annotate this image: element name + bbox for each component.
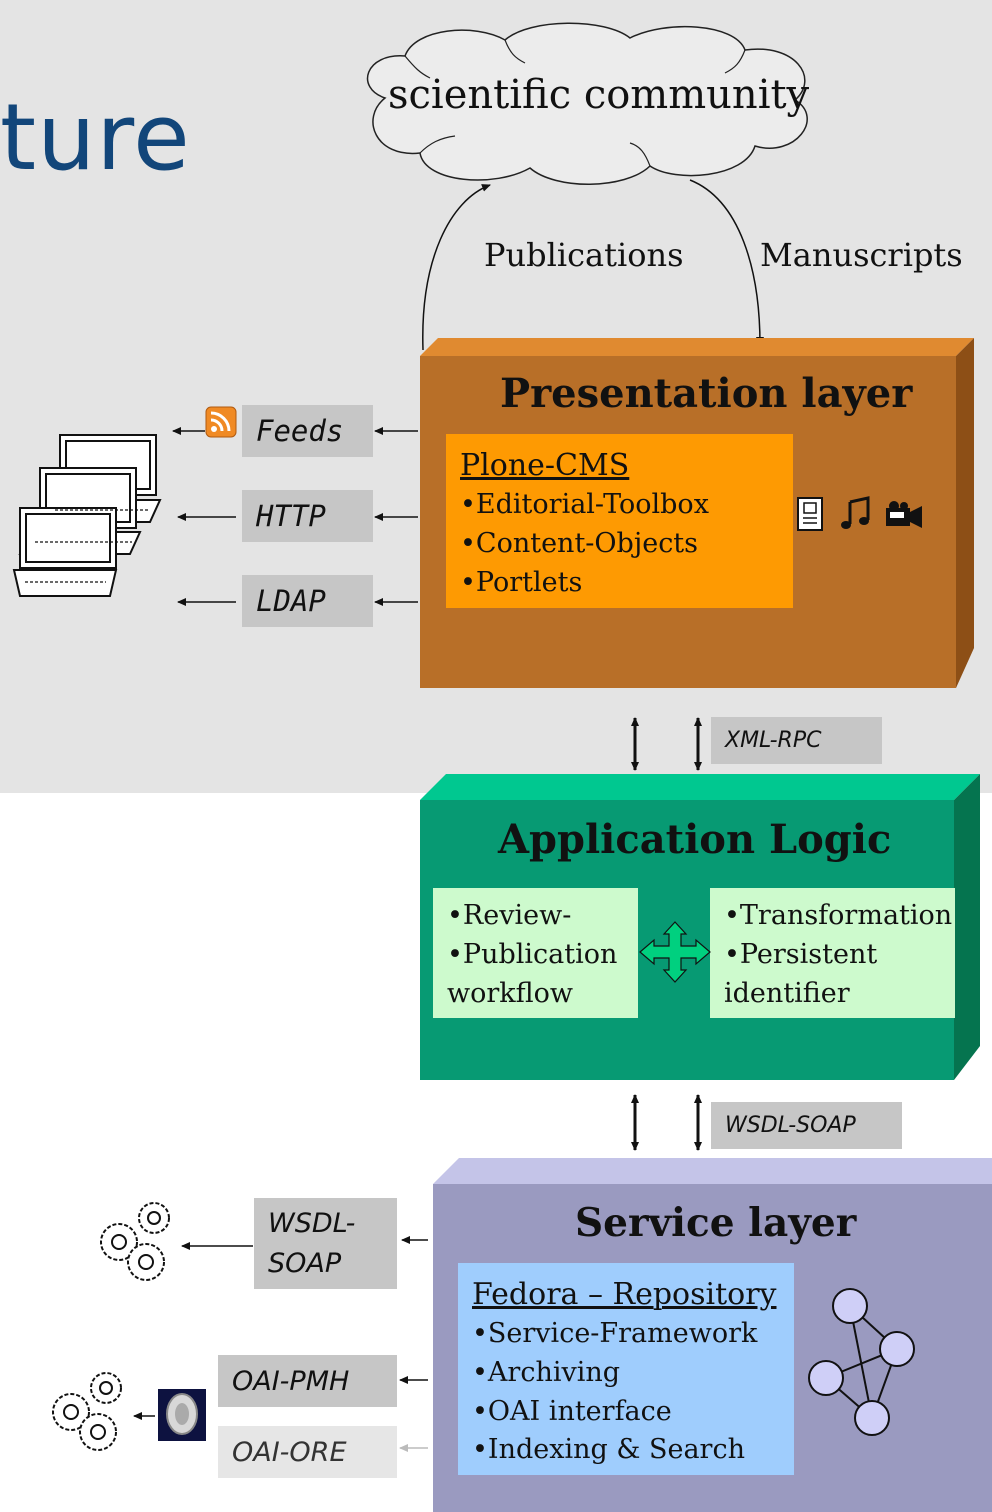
protocol-box-feeds: Feeds	[242, 405, 373, 457]
network-graph-icon	[808, 1288, 915, 1436]
workflow-item: •Publication	[447, 939, 618, 970]
wsdl-soap-service-box	[254, 1198, 397, 1289]
slide-title: ture	[0, 84, 191, 191]
music-note-icon	[841, 496, 870, 529]
service-item: •Archiving	[472, 1357, 621, 1388]
presentation-layer-title: Presentation layer	[500, 370, 913, 417]
publications-arrow	[422, 184, 491, 351]
video-camera-icon	[886, 501, 922, 528]
rss-icon	[205, 406, 237, 438]
plone-cms-box	[446, 434, 793, 608]
cloud-label: scientific community	[388, 72, 810, 118]
wsdl-service-line1: WSDL-	[268, 1208, 356, 1239]
protocol-box-http: HTTP	[242, 490, 373, 542]
presentation-item: •Editorial-Toolbox	[460, 489, 709, 520]
wsdl-soap-link-box: WSDL-SOAP	[711, 1102, 902, 1149]
gears-icon	[100, 1202, 170, 1281]
service-layer-title: Service layer	[575, 1200, 857, 1246]
workflow-item: •Review-	[447, 900, 572, 931]
workflow-item: workflow	[447, 978, 574, 1009]
transformation-item: identifier	[724, 978, 850, 1009]
document-icon	[797, 497, 823, 531]
protocol-box-ldap: LDAP	[242, 575, 373, 627]
presentation-item: •Content-Objects	[460, 528, 699, 559]
cloud-shape	[366, 22, 808, 185]
transformation-item: •Transformation	[724, 900, 953, 931]
server-icon	[158, 1389, 206, 1441]
publications-label: Publications	[484, 236, 684, 274]
fedora-repository-box	[458, 1263, 794, 1475]
presentation-item: •Portlets	[460, 567, 583, 598]
xml-rpc-box: XML-RPC	[711, 717, 882, 764]
service-item: •OAI interface	[472, 1396, 672, 1427]
fedora-heading: Fedora – Repository	[472, 1277, 777, 1312]
transformation-item: •Persistent	[724, 939, 878, 970]
oai-ore-box: OAI-ORE	[218, 1426, 397, 1478]
plone-cms-heading: Plone-CMS	[460, 448, 630, 483]
oai-pmh-box: OAI-PMH	[218, 1355, 397, 1407]
manuscripts-label: Manuscripts	[760, 236, 963, 274]
service-item: •Service-Framework	[472, 1318, 758, 1349]
transformation-box	[710, 888, 955, 1018]
computer-icon	[12, 434, 162, 597]
manuscripts-arrow	[689, 179, 764, 346]
four-way-arrow-icon	[639, 921, 711, 983]
service-item: •Indexing & Search	[472, 1434, 745, 1465]
wsdl-service-line2: SOAP	[268, 1248, 342, 1279]
gears-icon	[52, 1372, 122, 1451]
workflow-box	[433, 888, 638, 1018]
application-logic-title: Application Logic	[498, 816, 892, 863]
